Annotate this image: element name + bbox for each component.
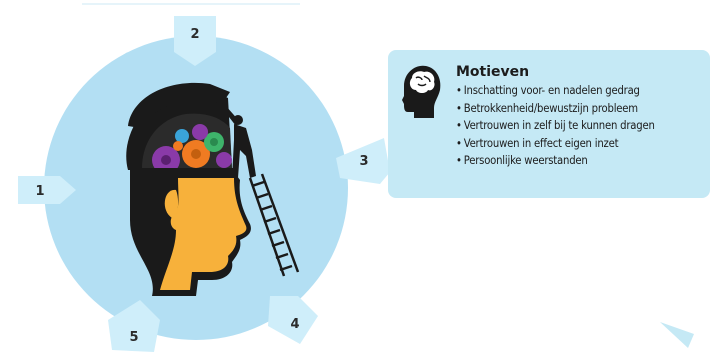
step-marker-1[interactable]: 1 — [18, 176, 76, 204]
motives-list: Inschatting voor- en nadelen gedrag Betr… — [456, 82, 655, 170]
step-number: 4 — [290, 317, 299, 332]
worker-figure-icon — [222, 106, 256, 178]
motives-panel: Motieven Inschatting voor- en nadelen ge… — [388, 50, 710, 198]
step-number: 1 — [35, 184, 44, 199]
step-marker-2[interactable]: 2 — [174, 16, 216, 66]
list-item: Vertrouwen in zelf bij te kunnen dragen — [456, 117, 655, 135]
list-item: Persoonlijke weerstanden — [456, 152, 655, 170]
head-illustration — [126, 82, 251, 296]
step-marker-3[interactable]: 3 — [336, 138, 390, 184]
step-marker-4[interactable]: 4 — [268, 296, 318, 344]
step-number: 2 — [190, 27, 199, 42]
list-item: Vertrouwen in effect eigen inzet — [456, 135, 655, 153]
ladder-icon — [248, 173, 300, 277]
step-marker-5[interactable]: 5 — [108, 300, 160, 352]
list-item: Inschatting voor- en nadelen gedrag — [456, 82, 655, 100]
panel-title: Motieven — [456, 64, 530, 80]
corner-wedge — [660, 322, 694, 348]
list-item: Betrokkenheid/bewustzijn probleem — [456, 100, 655, 118]
step-number: 3 — [359, 154, 368, 169]
step-number: 5 — [129, 330, 138, 345]
gears-icon — [152, 124, 232, 174]
head-brain-icon — [402, 65, 441, 118]
